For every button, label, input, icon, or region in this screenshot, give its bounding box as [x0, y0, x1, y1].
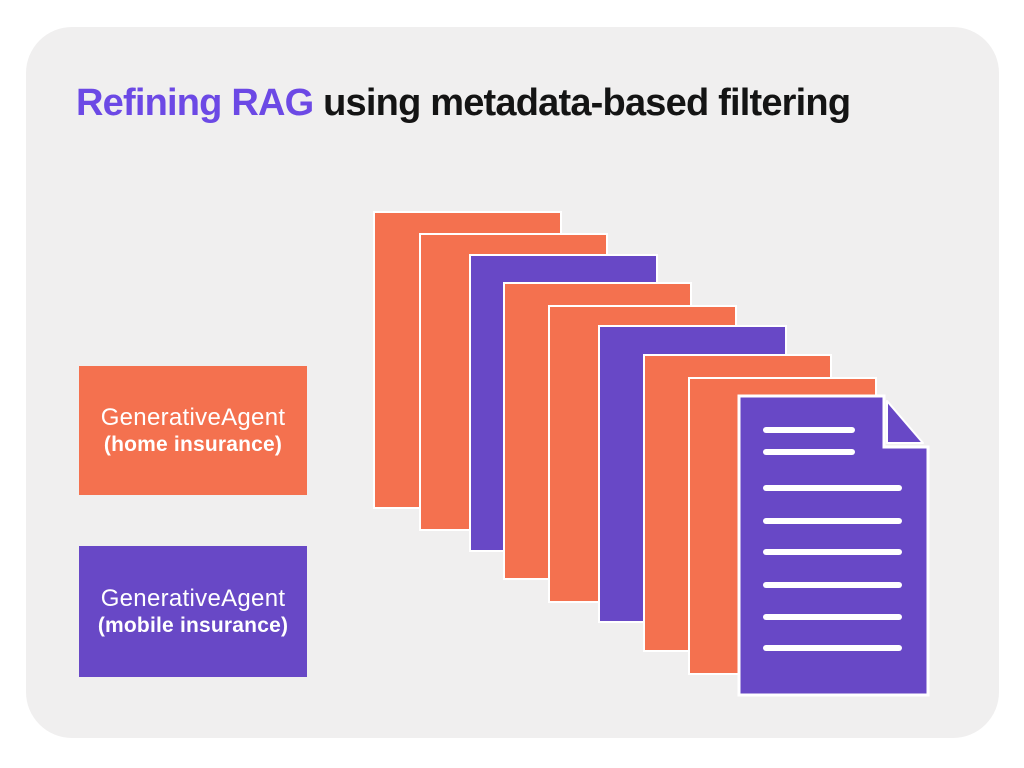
agent-name: GenerativeAgent — [100, 584, 286, 612]
front-document — [737, 394, 930, 697]
agent-qualifier: (mobile insurance) — [97, 614, 289, 638]
document-text-line — [763, 614, 902, 620]
document-stack — [26, 27, 999, 738]
title-rest: using metadata-based filtering — [313, 82, 851, 124]
card: Refining RAG using metadata-based filter… — [26, 27, 999, 738]
agent-qualifier: (home insurance) — [103, 433, 283, 457]
document-text-line — [763, 449, 855, 455]
folded-corner-icon — [886, 400, 924, 444]
agent-name: GenerativeAgent — [100, 403, 286, 431]
document-text-line — [763, 549, 902, 555]
front-document-body — [737, 394, 930, 697]
document-text-line — [763, 427, 855, 433]
document-text-line — [763, 518, 902, 524]
title-highlight: Refining RAG — [76, 82, 314, 124]
page-title: Refining RAG using metadata-based filter… — [76, 82, 851, 125]
document-text-line — [763, 645, 902, 651]
document-text-line — [763, 582, 902, 588]
agent-box-home-insurance: GenerativeAgent (home insurance) — [79, 366, 307, 495]
agent-box-mobile-insurance: GenerativeAgent (mobile insurance) — [79, 546, 307, 677]
document-text-line — [763, 485, 902, 491]
